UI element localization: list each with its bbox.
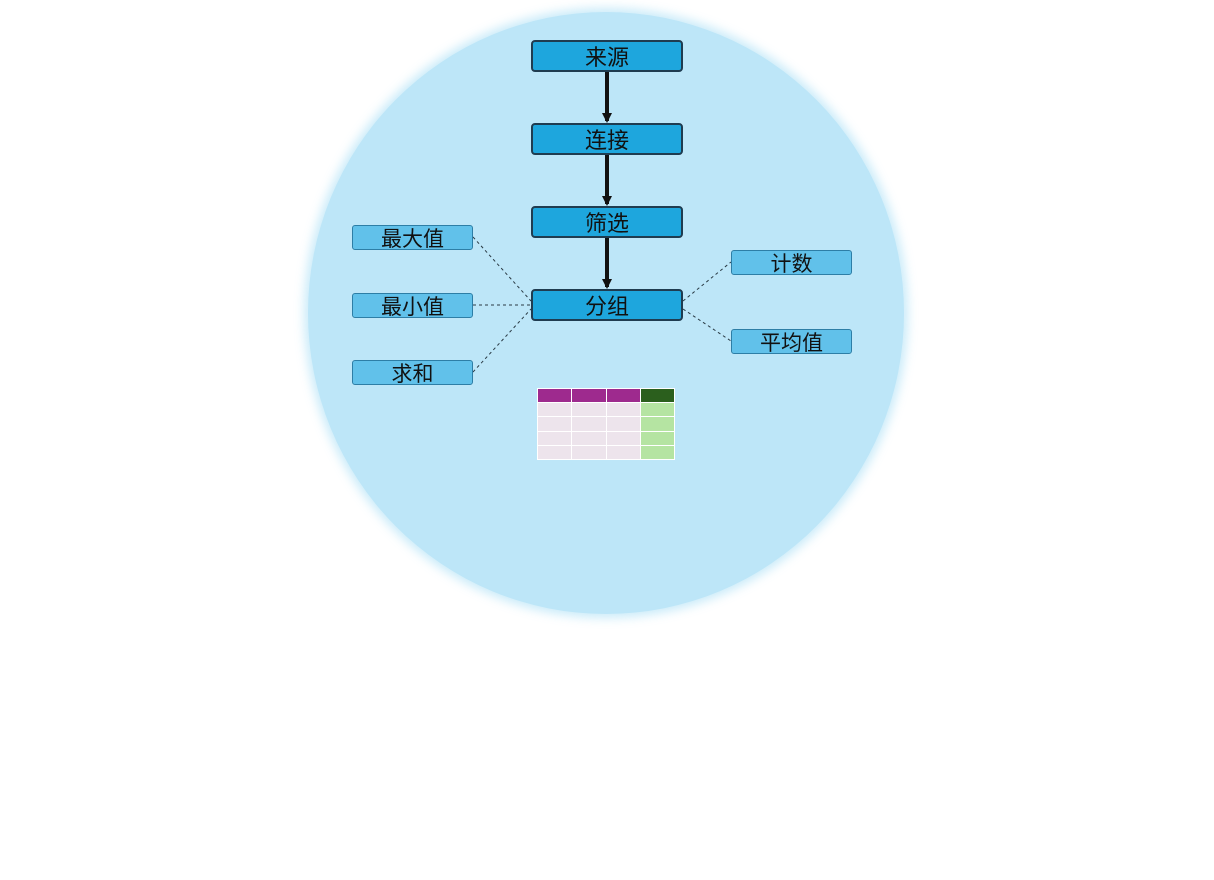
aggregation-max: 最大值 xyxy=(352,225,473,251)
table-icon-row xyxy=(536,444,676,461)
table-icon-cell xyxy=(536,430,573,446)
step-filter: 筛选 xyxy=(531,206,683,238)
table-icon-cell xyxy=(571,401,607,418)
table-icon-cell xyxy=(639,388,676,403)
step-join: 连接 xyxy=(531,123,683,155)
table-icon-cell xyxy=(571,388,607,403)
table-icon-cell xyxy=(605,416,641,432)
table-icon-cell xyxy=(536,416,573,432)
aggregation-min: 最小值 xyxy=(352,293,473,319)
table-icon-cell xyxy=(571,416,607,432)
table-icon-cell xyxy=(536,444,573,461)
table-icon-cell xyxy=(605,401,641,418)
table-icon-cell xyxy=(571,430,607,446)
step-group: 分组 xyxy=(531,289,683,321)
table-icon-cell xyxy=(605,430,641,446)
dashed-link-max xyxy=(472,236,532,302)
table-icon-cell xyxy=(639,444,676,461)
dashed-link-average xyxy=(682,308,732,342)
table-icon-cell xyxy=(571,444,607,461)
table-icon-row xyxy=(536,401,676,418)
aggregation-average: 平均值 xyxy=(731,329,852,355)
table-icon-row xyxy=(536,430,676,446)
aggregation-count: 计数 xyxy=(731,250,852,276)
dashed-link-count xyxy=(682,261,732,302)
table-icon-cell xyxy=(605,444,641,461)
table-icon-cell xyxy=(639,416,676,432)
aggregation-sum: 求和 xyxy=(352,360,473,386)
table-icon-header-row xyxy=(536,388,676,403)
dashed-link-sum xyxy=(472,308,532,373)
table-icon-cell xyxy=(536,388,573,403)
table-icon-cell xyxy=(605,388,641,403)
table-icon xyxy=(536,388,676,461)
table-icon-cell xyxy=(639,401,676,418)
table-icon-cell xyxy=(536,401,573,418)
table-icon-row xyxy=(536,416,676,432)
step-source: 来源 xyxy=(531,40,683,72)
table-icon-cell xyxy=(639,430,676,446)
